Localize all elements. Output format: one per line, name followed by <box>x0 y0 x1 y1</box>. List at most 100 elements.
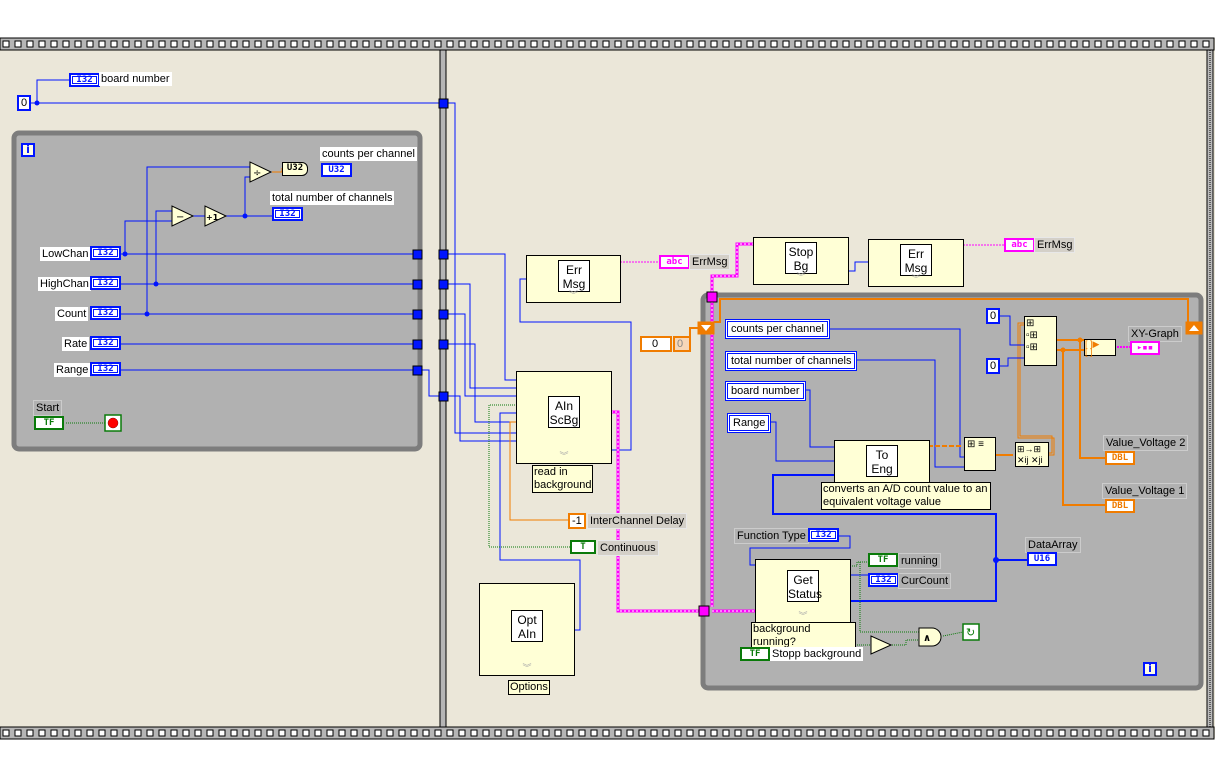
film-hole <box>866 729 874 737</box>
film-hole <box>554 729 562 737</box>
film-hole <box>206 40 214 48</box>
film-hole <box>590 40 598 48</box>
film-hole <box>686 40 694 48</box>
film-hole <box>782 40 790 48</box>
running-terminal[interactable]: TF <box>868 553 898 567</box>
shift-init-display[interactable]: 0 <box>673 336 691 352</box>
counts-per-channel-label: counts per channel <box>320 147 417 161</box>
local-counts-per-channel[interactable]: counts per channel <box>725 319 830 339</box>
and-primitive[interactable] <box>918 627 942 647</box>
board-number-constant[interactable]: 0 <box>17 95 32 111</box>
film-hole <box>854 40 862 48</box>
film-hole <box>518 40 526 48</box>
to-u32-conversion[interactable]: U32 <box>282 162 308 176</box>
value-voltage-2-terminal[interactable]: DBL <box>1105 451 1135 465</box>
film-hole <box>50 40 58 48</box>
film-hole <box>542 729 550 737</box>
film-hole <box>86 729 94 737</box>
errmsg-indicator-2[interactable]: abc <box>1004 238 1035 252</box>
counts-per-channel-terminal[interactable]: U32 <box>321 163 352 177</box>
expand-chevron-icon: ︾ <box>522 663 532 673</box>
index-array-node[interactable]: ⊞▫⊞▫⊞ <box>1024 316 1057 366</box>
start-terminal[interactable]: TF <box>34 416 64 430</box>
function-type-terminal[interactable]: I32 <box>808 528 839 542</box>
film-hole <box>314 40 322 48</box>
rate-terminal[interactable]: I32 <box>90 336 121 350</box>
data-array-terminal[interactable]: U16 <box>1027 552 1057 566</box>
film-hole <box>458 40 466 48</box>
subtract-primitive[interactable] <box>171 205 195 227</box>
film-hole <box>170 40 178 48</box>
film-hole <box>290 40 298 48</box>
film-hole <box>434 40 442 48</box>
film-hole <box>818 40 826 48</box>
loop-condition-terminal[interactable] <box>962 623 980 641</box>
film-hole <box>242 40 250 48</box>
shift-init-constant[interactable]: 0 <box>640 336 672 352</box>
board-number-terminal[interactable]: I32 <box>69 73 100 87</box>
film-hole <box>842 729 850 737</box>
range-terminal[interactable]: I32 <box>90 362 121 376</box>
film-hole <box>362 40 370 48</box>
value-voltage-1-terminal[interactable]: DBL <box>1105 499 1135 513</box>
film-hole <box>86 40 94 48</box>
bundle-node[interactable]: [ ]▶[ ] <box>1084 339 1116 357</box>
wire-tunnel <box>438 391 449 402</box>
local-total-channels[interactable]: total number of channels <box>725 351 858 371</box>
right-loop-iteration-icon: i <box>1143 662 1157 676</box>
svg-text:↻: ↻ <box>966 626 975 639</box>
film-hole <box>614 40 622 48</box>
film-hole <box>1010 729 1018 737</box>
errmsg-indicator-1[interactable]: abc <box>659 255 690 269</box>
film-hole <box>218 729 226 737</box>
film-hole <box>26 40 34 48</box>
film-hole <box>854 729 862 737</box>
expand-chevron-icon: ︾ <box>911 274 921 284</box>
highchan-terminal[interactable]: I32 <box>90 276 121 290</box>
film-hole <box>158 40 166 48</box>
curcount-terminal[interactable]: I32 <box>868 573 899 587</box>
count-terminal[interactable]: I32 <box>90 306 121 320</box>
total-channels-terminal[interactable]: I32 <box>272 207 303 221</box>
film-hole <box>266 40 274 48</box>
film-hole <box>974 40 982 48</box>
highchan-label: HighChan <box>38 277 91 291</box>
background-running-note: background running? <box>751 622 856 650</box>
continuous-constant[interactable]: T <box>570 540 596 554</box>
film-hole <box>422 40 430 48</box>
local-board-number[interactable]: board number <box>725 381 806 401</box>
xy-graph-terminal[interactable]: ▸▪▪ <box>1130 341 1160 355</box>
film-hole <box>770 729 778 737</box>
lowchan-label: LowChan <box>40 247 91 261</box>
build-array-node[interactable]: ⊞ ≡ <box>964 437 996 471</box>
film-hole <box>662 729 670 737</box>
film-hole <box>962 729 970 737</box>
divide-primitive[interactable] <box>249 161 273 183</box>
index-constant-1[interactable]: 0 <box>986 308 1001 324</box>
film-hole <box>878 729 886 737</box>
stopp-background-terminal[interactable]: TF <box>740 647 770 661</box>
lowchan-terminal[interactable]: I32 <box>90 246 121 260</box>
local-range[interactable]: Range <box>727 413 772 433</box>
film-hole <box>890 40 898 48</box>
film-hole <box>914 729 922 737</box>
film-hole <box>734 40 742 48</box>
transpose-array-node[interactable]: ⊞→⊞✕ij ✕ji <box>1015 442 1049 467</box>
film-hole <box>1082 40 1090 48</box>
index-constant-2[interactable]: 0 <box>986 358 1001 374</box>
film-hole <box>1022 729 1030 737</box>
interchannel-delay-constant[interactable]: -1 <box>568 513 586 529</box>
film-hole <box>110 729 118 737</box>
film-hole <box>1034 40 1042 48</box>
not-primitive[interactable] <box>870 635 893 655</box>
left-while-loop[interactable] <box>11 130 423 452</box>
increment-primitive[interactable] <box>204 205 228 227</box>
